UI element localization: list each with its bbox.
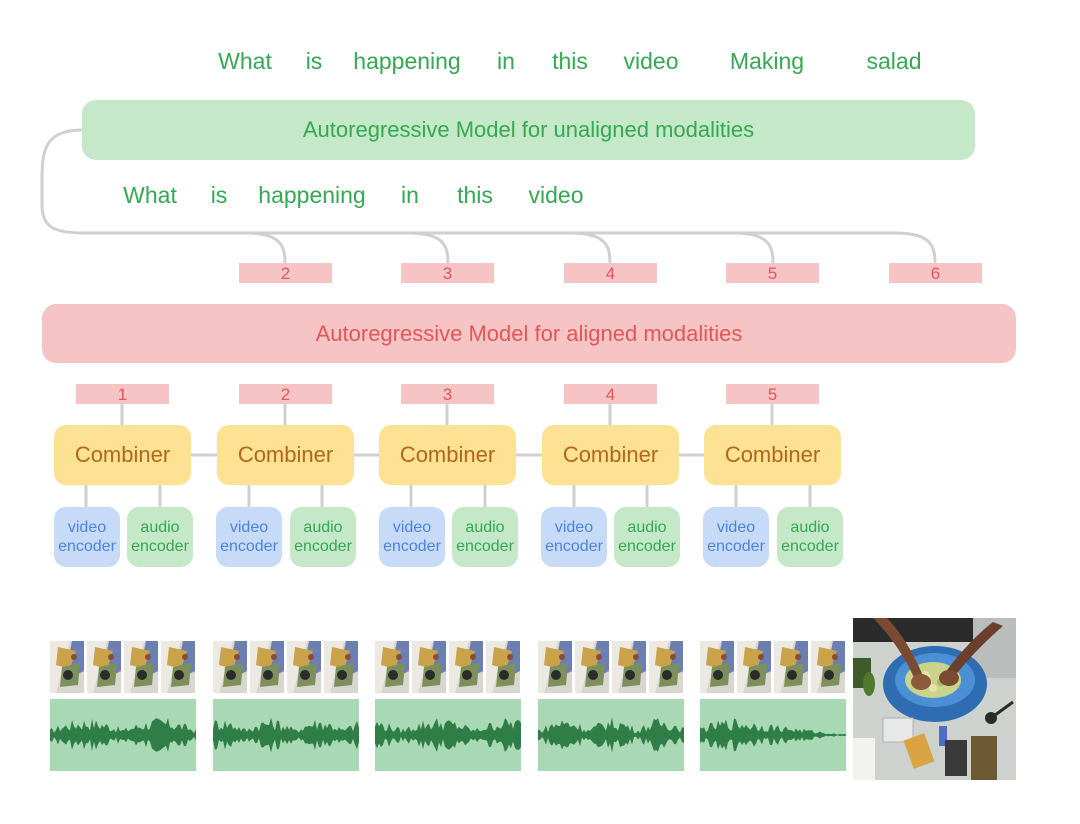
audio-waveform	[375, 699, 521, 771]
output-word: salad	[866, 48, 922, 74]
encoder-label-line: encoder	[707, 538, 765, 555]
encoder-label-line: encoder	[58, 538, 116, 555]
lower-token: 2	[239, 384, 332, 404]
aligned-model-block: Autoregressive Model for aligned modalit…	[42, 304, 1016, 363]
frame-thumbnail	[700, 641, 734, 693]
branch-token-3	[406, 231, 450, 265]
output-word: this	[552, 48, 588, 74]
upper-token: 5	[726, 263, 819, 283]
frame-thumbnail	[375, 641, 409, 693]
audio-waveform	[213, 699, 359, 771]
frame-thumbnail	[737, 641, 771, 693]
encoder-label-line: audio	[627, 519, 667, 536]
aligned-model-label: Autoregressive Model for aligned modalit…	[315, 320, 743, 346]
loop-connector	[40, 128, 902, 235]
audio-encoder: audio encoder	[290, 507, 356, 567]
frame-thumbnail	[538, 641, 572, 693]
frame-thumbnail	[87, 641, 121, 693]
input-word: this	[457, 182, 493, 208]
encoder-label-line: encoder	[131, 538, 189, 555]
encoder-label-line: audio	[790, 519, 830, 536]
encoder-label-line: audio	[140, 519, 180, 536]
frame-thumbnail	[50, 641, 84, 693]
frame-thumbnail	[124, 641, 158, 693]
audio-encoder: audio encoder	[777, 507, 843, 567]
frame-thumbnail	[811, 641, 845, 693]
lower-token: 3	[401, 384, 494, 404]
encoder-label-line: encoder	[294, 538, 352, 555]
branch-token-5	[731, 231, 775, 265]
audio-encoder: audio encoder	[452, 507, 518, 567]
combiner-block: Combiner	[542, 425, 679, 485]
unaligned-model-block: Autoregressive Model for unaligned modal…	[82, 100, 975, 160]
encoder-label-line: video	[229, 519, 269, 536]
lower-token: 4	[564, 384, 657, 404]
input-word: happening	[258, 182, 366, 208]
lower-token: 5	[726, 384, 819, 404]
video-frame-photo	[853, 618, 1016, 780]
audio-encoder: audio encoder	[614, 507, 680, 567]
encoder-label-line: video	[716, 519, 756, 536]
video-encoder: video encoder	[216, 507, 282, 567]
output-word: is	[305, 48, 323, 74]
frame-thumbnail	[287, 641, 321, 693]
input-word: is	[210, 182, 228, 208]
encoder-label-line: audio	[303, 519, 343, 536]
encoder-label-line: encoder	[383, 538, 441, 555]
encoder-label-line: encoder	[545, 538, 603, 555]
video-encoder: video encoder	[54, 507, 120, 567]
input-word: What	[123, 182, 177, 208]
video-encoder: video encoder	[541, 507, 607, 567]
branch-token-4	[568, 231, 612, 265]
audio-waveform	[700, 699, 846, 771]
output-word: happening	[353, 48, 461, 74]
unaligned-model-label: Autoregressive Model for unaligned modal…	[302, 117, 755, 142]
upper-token: 3	[401, 263, 494, 283]
frame-thumbnail	[649, 641, 683, 693]
combiner-block: Combiner	[54, 425, 191, 485]
encoder-label-line: video	[554, 519, 594, 536]
encoder-label-line: encoder	[618, 538, 676, 555]
encoder-label-line: encoder	[781, 538, 839, 555]
frame-thumbnail	[486, 641, 520, 693]
audio-waveform	[50, 699, 196, 771]
frame-thumbnail	[774, 641, 808, 693]
input-word: in	[401, 182, 419, 208]
video-encoder: video encoder	[703, 507, 769, 567]
encoder-label-line: audio	[465, 519, 505, 536]
audio-waveform	[538, 699, 684, 771]
frame-thumbnail	[250, 641, 284, 693]
encoder-label-line: encoder	[220, 538, 278, 555]
frame-thumbnail	[449, 641, 483, 693]
video-encoder: video encoder	[379, 507, 445, 567]
lower-token: 1	[76, 384, 169, 404]
combiner-block: Combiner	[704, 425, 841, 485]
branch-token-6	[893, 231, 937, 265]
output-word: Making	[729, 48, 805, 74]
combiner-block: Combiner	[379, 425, 516, 485]
upper-token: 2	[239, 263, 332, 283]
frame-thumbnail	[213, 641, 247, 693]
frame-thumbnail	[612, 641, 646, 693]
branch-token-2	[243, 231, 287, 265]
output-word: in	[497, 48, 515, 74]
output-word: video	[623, 48, 679, 74]
combiner-block: Combiner	[217, 425, 354, 485]
frame-thumbnail	[161, 641, 195, 693]
input-word: video	[528, 182, 584, 208]
output-word: What	[218, 48, 272, 74]
upper-token: 4	[564, 263, 657, 283]
encoder-label-line: video	[392, 519, 432, 536]
audio-encoder: audio encoder	[127, 507, 193, 567]
frame-thumbnail	[575, 641, 609, 693]
encoder-label-line: encoder	[456, 538, 514, 555]
frame-thumbnail	[412, 641, 446, 693]
encoder-label-line: video	[67, 519, 107, 536]
upper-token: 6	[889, 263, 982, 283]
frame-thumbnail	[324, 641, 358, 693]
